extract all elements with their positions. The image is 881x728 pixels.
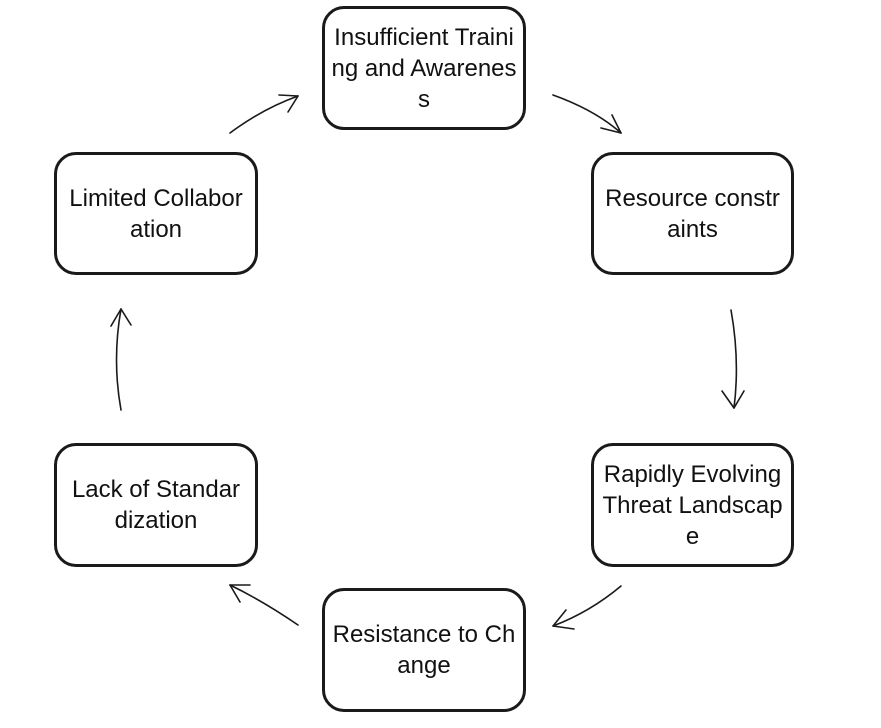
node-label: Resource constraints (605, 184, 780, 243)
arrow-resistance-to-standardization (229, 584, 299, 626)
node-label: Insufficient Training and Awareness (331, 23, 517, 113)
arrow-collaboration-to-training (229, 94, 299, 134)
node-resistance-to-change: Resistance to Change (322, 588, 526, 712)
node-label: Limited Collaboration (69, 184, 243, 243)
node-label: Resistance to Change (332, 621, 516, 679)
node-label: Lack of Standardization (71, 476, 241, 534)
node-limited-collaboration: Limited Collaboration (54, 152, 258, 275)
node-insufficient-training-and-awareness: Insufficient Training and Awareness (322, 6, 526, 130)
arrow-training-to-resource (552, 94, 622, 134)
arrow-threat-to-resistance (552, 585, 622, 630)
node-resource-constraints: Resource constraints (591, 152, 794, 275)
node-rapidly-evolving-threat-landscape: Rapidly Evolving Threat Landscape (591, 443, 794, 567)
arrow-resource-to-threat (721, 309, 745, 409)
node-label: Rapidly Evolving Threat Landscape (602, 460, 783, 550)
node-lack-of-standardization: Lack of Standardization (54, 443, 258, 567)
arrow-standardization-to-collaboration (110, 308, 132, 411)
